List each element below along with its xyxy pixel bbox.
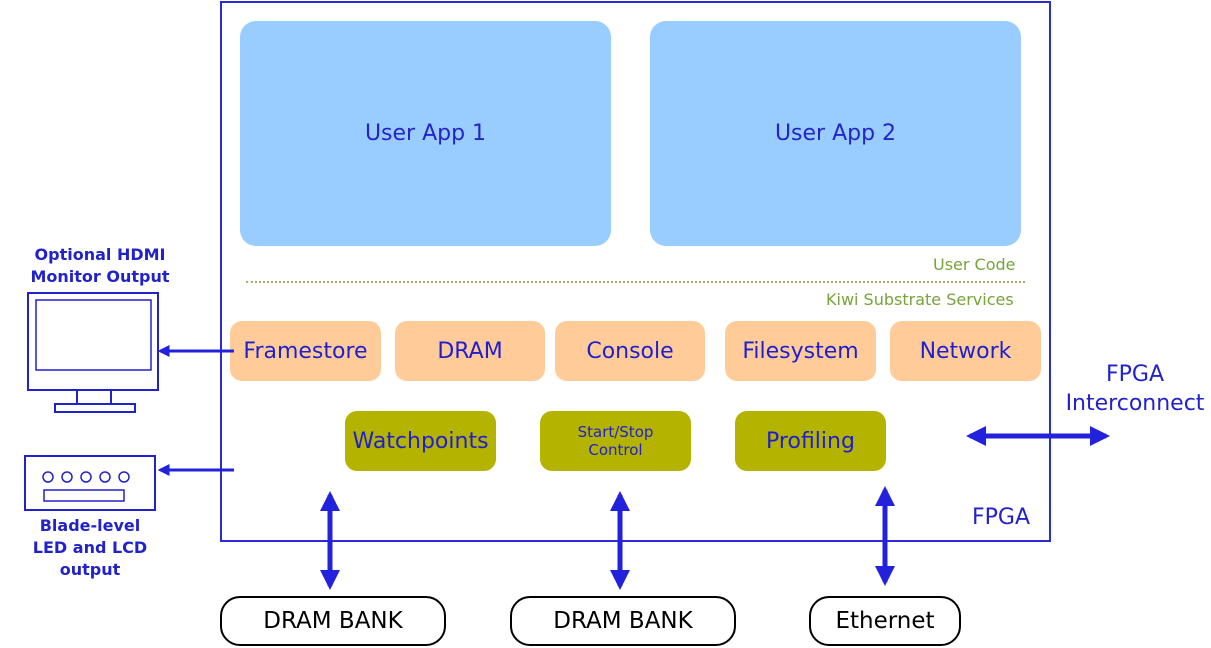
blade-panel-icon — [24, 455, 156, 511]
network-service: Network — [890, 321, 1041, 381]
layer-separator — [246, 281, 1025, 283]
framestore-service: Framestore — [230, 321, 381, 381]
ethernet: Ethernet — [809, 596, 961, 646]
fpga-boundary — [220, 1, 1051, 542]
fpga-label: FPGA — [972, 505, 1031, 530]
watchpoints-service: Watchpoints — [345, 411, 496, 471]
dram-bank-1: DRAM BANK — [220, 596, 446, 646]
dram-service: DRAM — [395, 321, 545, 381]
filesystem-service: Filesystem — [725, 321, 876, 381]
user-code-label: User Code — [933, 255, 1016, 274]
user-app-1: User App 1 — [240, 21, 611, 246]
console-service: Console — [555, 321, 705, 381]
user-app-2: User App 2 — [650, 21, 1021, 246]
substrate-label: Kiwi Substrate Services — [826, 290, 1014, 309]
dram-bank-2: DRAM BANK — [510, 596, 736, 646]
monitor-icon — [27, 292, 159, 413]
profiling-service: Profiling — [735, 411, 886, 471]
